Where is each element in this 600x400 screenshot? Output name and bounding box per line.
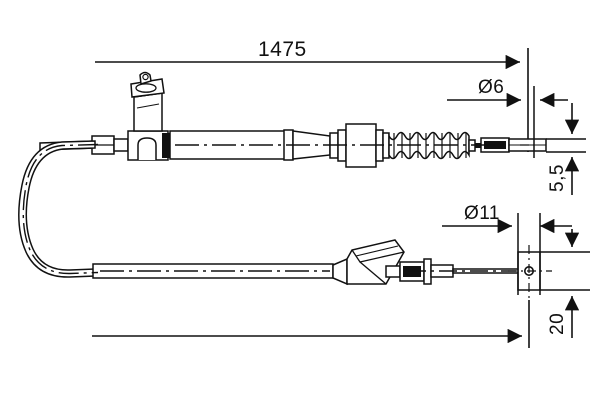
dia11-label: Ø11 — [464, 203, 500, 224]
u-bend-centerline — [22, 143, 99, 275]
dimension-upper-diameter: Ø6 — [447, 77, 568, 158]
dimension-overall-length-bottom — [92, 300, 530, 348]
bracket-eyelet — [135, 83, 157, 93]
bracket-rib — [162, 133, 170, 158]
dimension-overall-length: 1475 — [95, 38, 529, 152]
guide-highlight — [355, 245, 399, 257]
dia6-label: Ø6 — [478, 77, 504, 98]
bracket-tab-hole — [142, 73, 149, 81]
bracket-stalk — [133, 92, 163, 132]
dimension-upper-plate-height: 5,5 — [546, 103, 586, 195]
dimension-lower-diameter: Ø11 — [442, 203, 572, 295]
bracket-arch-cut — [137, 137, 157, 160]
overall-length-label: 1475 — [258, 38, 307, 61]
dim20-label: 20 — [547, 313, 568, 335]
lower-centerline — [100, 245, 552, 298]
lower-link-collar — [385, 265, 401, 278]
dimension-lower-plate-height: 20 — [540, 229, 590, 338]
upper-link-collar — [113, 138, 129, 152]
guide-fold-line-2 — [359, 261, 387, 285]
dim55-label: 5,5 — [547, 164, 568, 192]
